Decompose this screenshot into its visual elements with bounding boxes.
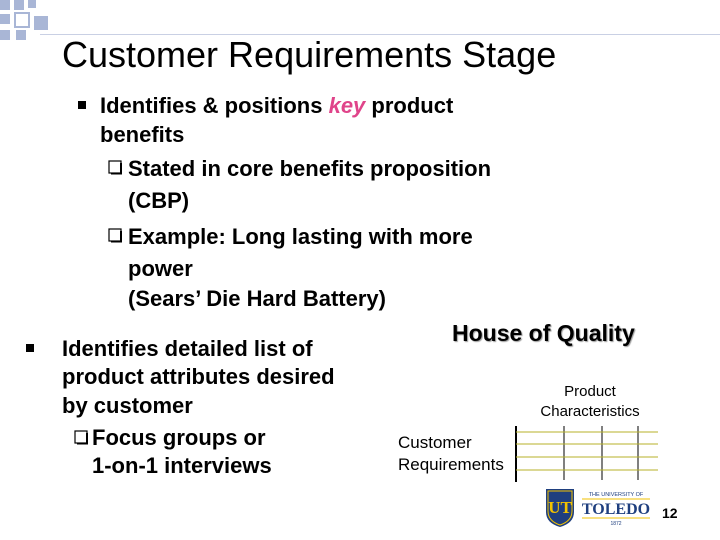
bullet2-line3: by customer bbox=[62, 393, 193, 418]
bullet1-text-b: product bbox=[365, 93, 454, 118]
decor-square bbox=[14, 12, 30, 28]
bullet-icon bbox=[78, 101, 86, 109]
page-number: 12 bbox=[662, 505, 678, 521]
house-of-quality-title: House of Quality bbox=[452, 320, 635, 346]
bullet2-sub1-line1: Focus groups or bbox=[92, 425, 266, 450]
bullet2-sub1-line2: 1-on-1 interviews bbox=[92, 453, 272, 478]
bullet1-sub2-line2: power bbox=[128, 256, 193, 281]
university-of-toledo-logo: UT THE UNIVERSITY OF TOLEDO 1872 bbox=[546, 489, 650, 527]
logo-small-text: THE UNIVERSITY OF bbox=[589, 492, 644, 498]
house-of-quality-grid bbox=[515, 426, 658, 482]
bullet-icon bbox=[26, 344, 34, 352]
decor-square bbox=[14, 0, 24, 10]
bullet1-sub2-line3: (Sears’ Die Hard Battery) bbox=[128, 286, 386, 311]
checkbox-bullet-icon bbox=[74, 430, 88, 445]
logo-year: 1872 bbox=[610, 521, 621, 527]
decor-square bbox=[0, 30, 10, 40]
decor-square bbox=[16, 30, 26, 40]
bullet1-key-word: key bbox=[328, 93, 366, 118]
bullet2-line2: product attributes desired bbox=[62, 364, 335, 389]
bullet1-sub2-line1: Example: Long lasting with more bbox=[128, 224, 473, 249]
decor-square bbox=[0, 0, 10, 10]
logo-monogram: UT bbox=[548, 498, 572, 517]
decor-square bbox=[0, 14, 10, 24]
bullet1-sub1-line2: (CBP) bbox=[128, 188, 190, 213]
product-label-line2: Characteristics bbox=[540, 403, 640, 420]
decor-square bbox=[34, 16, 48, 30]
slide-title: Customer Requirements Stage bbox=[62, 34, 557, 75]
decor-square bbox=[28, 0, 36, 8]
bullet1-line1: Identifies & positions key product bbox=[100, 91, 453, 120]
product-characteristics-label: Product Characteristics bbox=[520, 382, 660, 422]
bullet1-line2: benefits bbox=[100, 122, 185, 147]
customer-label-line1: Customer bbox=[398, 433, 472, 452]
decor-line bbox=[40, 34, 720, 35]
logo-name: TOLEDO bbox=[582, 501, 650, 518]
customer-requirements-label: Customer Requirements bbox=[398, 432, 504, 476]
bullet2-line1: Identifies detailed list of bbox=[62, 336, 313, 361]
product-label-line1: Product bbox=[564, 383, 616, 400]
bullet1-text-a: Identifies & positions bbox=[100, 93, 329, 118]
checkbox-bullet-icon bbox=[108, 160, 122, 175]
bullet1-sub1-line1: Stated in core benefits proposition bbox=[128, 156, 492, 181]
checkbox-bullet-icon bbox=[108, 228, 122, 243]
customer-label-line2: Requirements bbox=[398, 455, 504, 474]
